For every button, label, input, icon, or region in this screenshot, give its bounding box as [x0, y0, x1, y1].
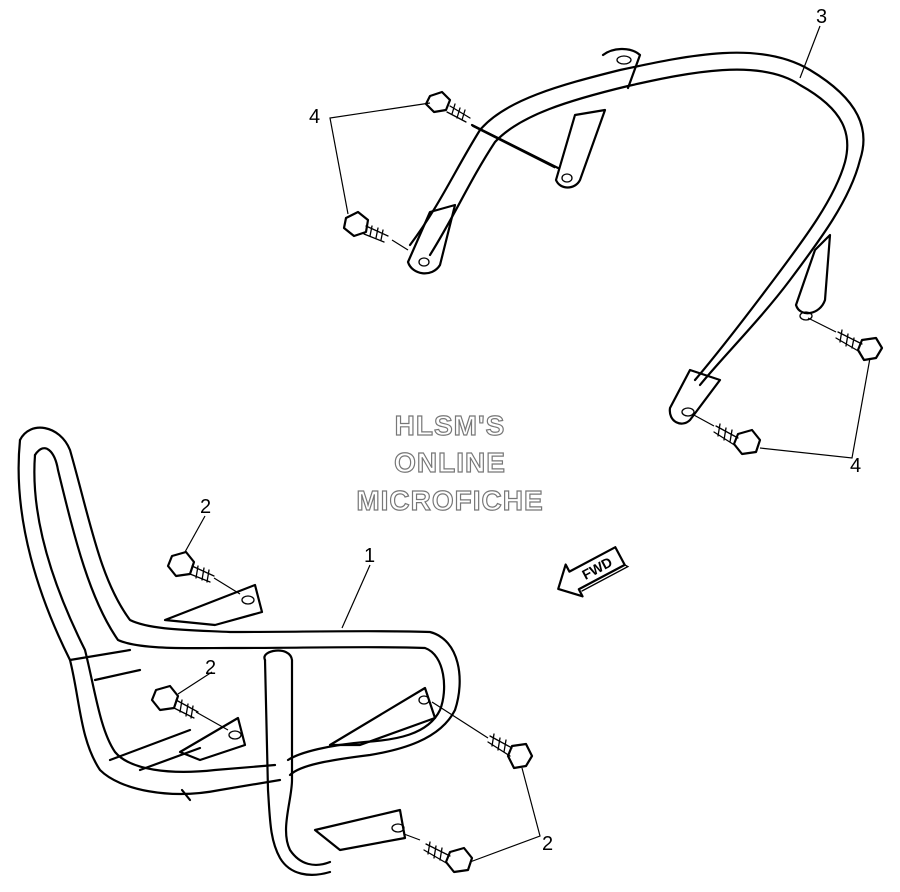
watermark-line-3: MICROFICHE	[356, 485, 543, 516]
callout-part-2-top: 2	[200, 496, 211, 518]
leader-lines-part-2	[177, 515, 541, 863]
fwd-arrow-icon: FWD	[557, 546, 630, 598]
callout-part-4-bottom: 4	[850, 455, 861, 477]
callout-part-4-top: 4	[309, 106, 320, 128]
guard-bar-part-3	[406, 47, 865, 425]
guard-bar-part-1	[17, 426, 461, 876]
watermark: HLSM'S ONLINE MICROFICHE	[356, 409, 544, 516]
leader-lines-part-4	[329, 102, 871, 459]
bolt-part-2-a	[166, 550, 215, 583]
callout-part-1: 1	[364, 545, 375, 567]
leader-line-part-3	[799, 25, 821, 79]
bolt-part-2-b	[150, 684, 199, 719]
bolt-part-4-d	[713, 423, 762, 456]
watermark-line-1: HLSM'S	[395, 410, 506, 441]
bolt-part-2-c	[487, 733, 534, 770]
bolt-part-4-b	[342, 210, 389, 243]
leader-line-part-1	[341, 564, 371, 629]
bolt-part-4-c	[835, 329, 884, 362]
callout-part-3: 3	[816, 6, 827, 28]
bolt-part-2-d	[423, 841, 474, 874]
callout-part-2-mid: 2	[205, 657, 216, 679]
callout-part-2-bottom: 2	[542, 833, 553, 855]
bolt-part-4-a	[424, 90, 471, 123]
watermark-line-2: ONLINE	[394, 447, 506, 478]
